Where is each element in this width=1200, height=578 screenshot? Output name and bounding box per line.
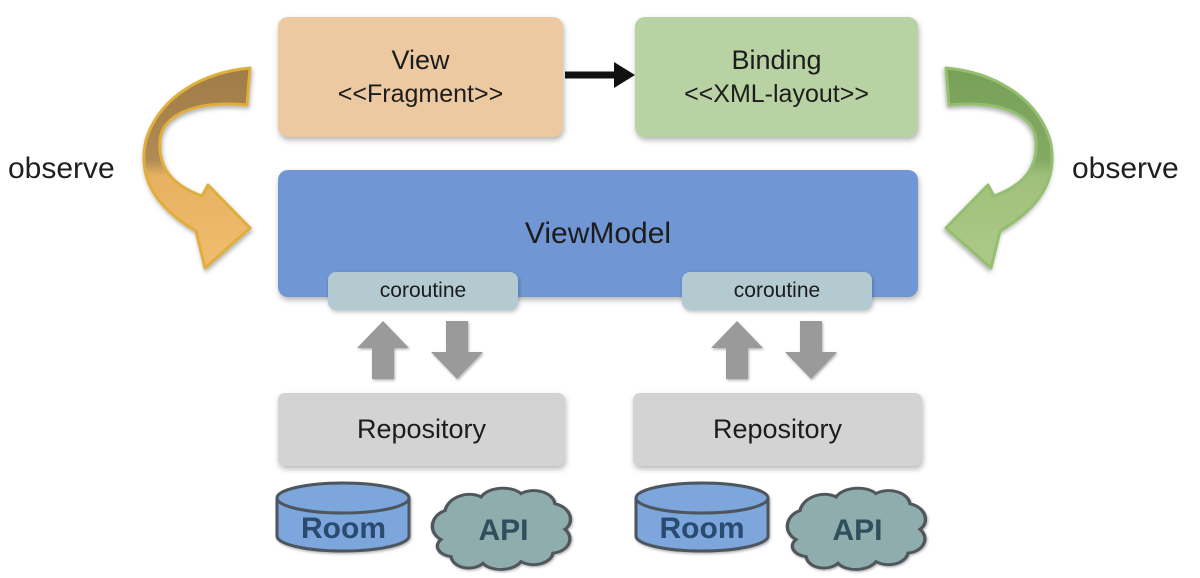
binding-node-stereotype: <<XML-layout>> bbox=[684, 80, 869, 109]
binding-node: Binding <<XML-layout>> bbox=[635, 17, 918, 137]
view-to-binding-arrow bbox=[565, 62, 635, 88]
up-arrow-left bbox=[357, 321, 409, 379]
room-label-right: Room bbox=[659, 512, 745, 545]
observe-arrow-left bbox=[142, 66, 252, 270]
room-label-left: Room bbox=[301, 512, 386, 545]
repository-node-left: Repository bbox=[278, 393, 565, 466]
binding-node-title: Binding bbox=[731, 45, 822, 76]
up-arrow-right bbox=[711, 321, 763, 379]
data-flow-arrows bbox=[357, 321, 837, 379]
coroutine-node-left: coroutine bbox=[328, 272, 518, 310]
observe-arrow-right bbox=[944, 66, 1054, 270]
view-node-stereotype: <<Fragment>> bbox=[337, 80, 504, 109]
view-node-title: View bbox=[391, 45, 450, 76]
view-node: View <<Fragment>> bbox=[278, 17, 563, 137]
observe-label-right: observe bbox=[1072, 152, 1179, 185]
observe-label-left: observe bbox=[8, 152, 115, 185]
down-arrow-right bbox=[785, 321, 837, 379]
api-label-left: API bbox=[478, 514, 529, 547]
coroutine-node-right: coroutine bbox=[682, 272, 872, 310]
repository-node-right: Repository bbox=[633, 393, 922, 466]
api-label-right: API bbox=[832, 514, 883, 547]
down-arrow-left bbox=[431, 321, 483, 379]
viewmodel-node-title: ViewModel bbox=[524, 217, 672, 250]
